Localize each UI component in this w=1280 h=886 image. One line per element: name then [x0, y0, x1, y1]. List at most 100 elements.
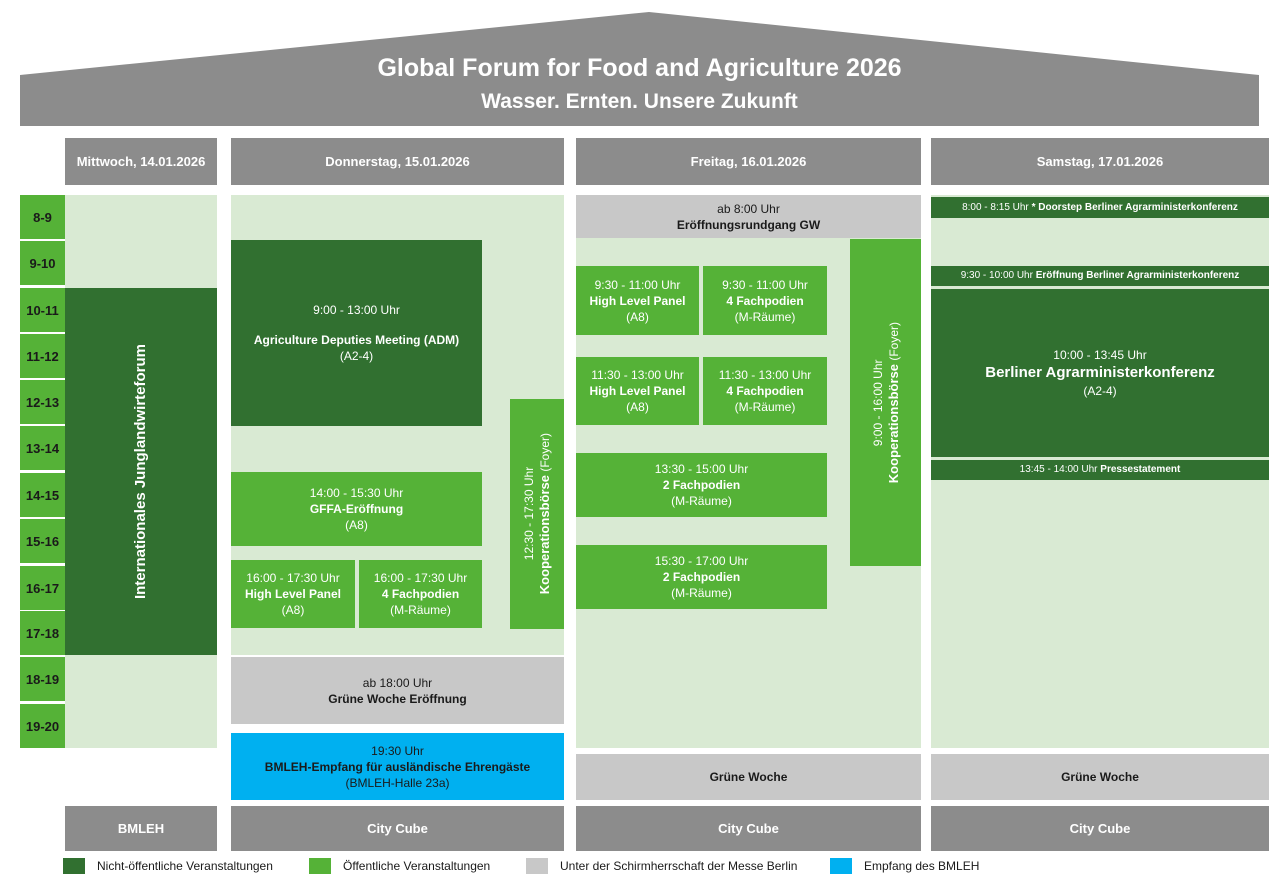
event-room: (A2-4): [1083, 384, 1117, 398]
event-room: (A8): [281, 603, 305, 617]
event-kooperationsboerse: 12:30 - 17:30 Uhr Kooperationsbörse (Foy…: [510, 399, 564, 629]
legend-swatch: [63, 858, 85, 874]
event-title: Agriculture Deputies Meeting (ADM): [253, 333, 460, 347]
event-title: 4 Fachpodien: [381, 587, 460, 601]
venue-thursday: City Cube: [231, 806, 564, 851]
event-pressestatement: 13:45 - 14:00 Uhr Pressestatement: [931, 460, 1269, 480]
event-adm: 9:00 - 13:00 Uhr Agriculture Deputies Me…: [231, 240, 482, 426]
page-subtitle: Wasser. Ernten. Unsere Zukunft: [481, 90, 798, 113]
hour-label: 16-17: [20, 566, 65, 610]
event-title: 4 Fachpodien: [726, 293, 804, 308]
event-gruene-woche: Grüne Woche: [576, 754, 921, 800]
event-fachpodien: 16:00 - 17:30 Uhr 4 Fachpodien (M-Räume): [359, 560, 482, 628]
day-header-friday: Freitag, 16.01.2026: [576, 138, 921, 185]
event-room: (M-Räume): [671, 494, 732, 508]
event-title: Eröffnungsrundgang GW: [676, 217, 821, 232]
legend-item-public: Öffentliche Veranstaltungen: [309, 858, 490, 874]
event-time: 9:30 - 10:00 Uhr: [960, 270, 1033, 281]
page-title: Global Forum for Food and Agriculture 20…: [377, 54, 902, 82]
event-time: 10:00 - 13:45 Uhr: [1053, 348, 1147, 362]
event-title: Pressestatement: [1100, 464, 1181, 475]
event-room: (Foyer): [538, 433, 552, 473]
event-title: Berliner Agrarministerkonferenz: [985, 364, 1215, 381]
event-room: (A2-4): [339, 349, 374, 363]
event-time: 9:00 - 16:00 Uhr: [870, 359, 885, 446]
event-gruene-woche-eroeffnung: ab 18:00 Uhr Grüne Woche Eröffnung: [231, 657, 564, 724]
legend-swatch: [830, 858, 852, 874]
event-title: Internationales Junglandwirteforum: [132, 343, 149, 600]
event-time: ab 8:00 Uhr: [717, 201, 780, 216]
event-eroeffnungsrundgang: ab 8:00 Uhr Eröffnungsrundgang GW: [576, 195, 921, 238]
day-header-saturday: Samstag, 17.01.2026: [931, 138, 1269, 185]
header-roof: [20, 12, 1259, 126]
event-time: 11:30 - 13:00 Uhr: [718, 368, 812, 382]
event-high-level-panel: 9:30 - 11:00 Uhr High Level Panel (A8): [576, 266, 699, 335]
event-time: ab 18:00 Uhr: [362, 675, 433, 690]
event-title: High Level Panel: [244, 587, 342, 601]
event-room: (M-Räume): [734, 309, 796, 324]
legend-label: Nicht-öffentliche Veranstaltungen: [97, 859, 273, 873]
event-title: GFFA-Eröffnung: [309, 502, 404, 516]
hour-label: 19-20: [20, 704, 65, 748]
legend-swatch: [526, 858, 548, 874]
event-title: Kooperationsbörse: [537, 475, 552, 595]
hour-label: 8-9: [20, 195, 65, 239]
event-kooperationsboerse: 9:00 - 16:00 Uhr Kooperationsbörse (Foye…: [850, 239, 921, 566]
event-time: 14:00 - 15:30 Uhr: [309, 486, 404, 500]
hour-label: 15-16: [20, 519, 65, 563]
event-time: 9:30 - 11:00 Uhr: [594, 277, 681, 292]
event-eroeffnung-agrarministerkonferenz: 9:30 - 10:00 Uhr Eröffnung Berliner Agra…: [931, 266, 1269, 286]
event-title: 4 Fachpodien: [726, 384, 804, 398]
legend-label: Unter der Schirmherrschaft der Messe Ber…: [560, 859, 798, 873]
hour-label: 10-11: [20, 288, 65, 332]
event-title: 2 Fachpodien: [662, 570, 741, 584]
event-room: (A8): [626, 400, 649, 414]
event-fachpodien: 15:30 - 17:00 Uhr 2 Fachpodien (M-Räume): [576, 545, 827, 609]
event-gruene-woche: Grüne Woche: [931, 754, 1269, 800]
event-fachpodien: 11:30 - 13:00 Uhr 4 Fachpodien (M-Räume): [703, 357, 827, 425]
event-time: 13:45 - 14:00 Uhr: [1019, 464, 1098, 475]
event-title: Eröffnung Berliner Agrarministerkonferen…: [1035, 270, 1240, 281]
event-junglandwirteforum: Internationales Junglandwirteforum: [65, 288, 217, 655]
event-title: * Doorstep Berliner Agrarministerkonfere…: [1031, 201, 1238, 213]
venue-saturday: City Cube: [931, 806, 1269, 851]
event-fachpodien: 9:30 - 11:00 Uhr 4 Fachpodien (M-Räume): [703, 266, 827, 335]
event-time: 16:00 - 17:30 Uhr: [373, 571, 468, 585]
legend-label: Empfang des BMLEH: [864, 859, 980, 873]
event-room: (M-Räume): [390, 603, 451, 617]
event-room: (M-Räume): [671, 586, 732, 600]
event-title: High Level Panel: [589, 384, 686, 398]
event-high-level-panel: 16:00 - 17:30 Uhr High Level Panel (A8): [231, 560, 355, 628]
event-title: BMLEH-Empfang für ausländische Ehrengäst…: [264, 759, 531, 774]
event-title: Kooperationsbörse: [885, 363, 901, 484]
event-berliner-agrarministerkonferenz: 10:00 - 13:45 Uhr Berliner Agrarminister…: [931, 289, 1269, 457]
hour-label: 11-12: [20, 334, 65, 378]
event-room: (A8): [345, 518, 368, 532]
event-time: 9:00 - 13:00 Uhr: [313, 303, 400, 317]
event-bmleh-empfang: 19:30 Uhr BMLEH-Empfang für ausländische…: [231, 733, 564, 800]
hour-label: 13-14: [20, 426, 65, 470]
event-room: (BMLEH-Halle 23a): [345, 775, 450, 790]
event-room: (A8): [626, 309, 649, 324]
event-fachpodien: 13:30 - 15:00 Uhr 2 Fachpodien (M-Räume): [576, 453, 827, 517]
event-time: 12:30 - 17:30 Uhr: [522, 467, 536, 561]
hour-label: 17-18: [20, 611, 65, 655]
event-time: 11:30 - 13:00 Uhr: [591, 368, 684, 382]
event-time: 9:30 - 11:00 Uhr: [722, 277, 808, 292]
event-room: (M-Räume): [734, 400, 796, 414]
legend-label: Öffentliche Veranstaltungen: [343, 859, 491, 873]
event-time: 13:30 - 15:00 Uhr: [654, 462, 749, 476]
venue-wednesday: BMLEH: [65, 806, 217, 851]
event-time: 19:30 Uhr: [371, 743, 424, 758]
event-time: 15:30 - 17:00 Uhr: [654, 554, 749, 568]
hour-label: 18-19: [20, 657, 65, 701]
event-room: (Foyer): [886, 321, 901, 361]
event-title: 2 Fachpodien: [662, 478, 741, 492]
venue-friday: City Cube: [576, 806, 921, 851]
day-header-thursday: Donnerstag, 15.01.2026: [231, 138, 564, 185]
event-doorstep: 8:00 - 8:15 Uhr * Doorstep Berliner Agra…: [931, 197, 1269, 218]
legend-item-empfang: Empfang des BMLEH: [830, 858, 979, 874]
event-time: 8:00 - 8:15 Uhr: [962, 201, 1029, 213]
event-high-level-panel: 11:30 - 13:00 Uhr High Level Panel (A8): [576, 357, 699, 425]
event-time: 16:00 - 17:30 Uhr: [246, 571, 340, 585]
